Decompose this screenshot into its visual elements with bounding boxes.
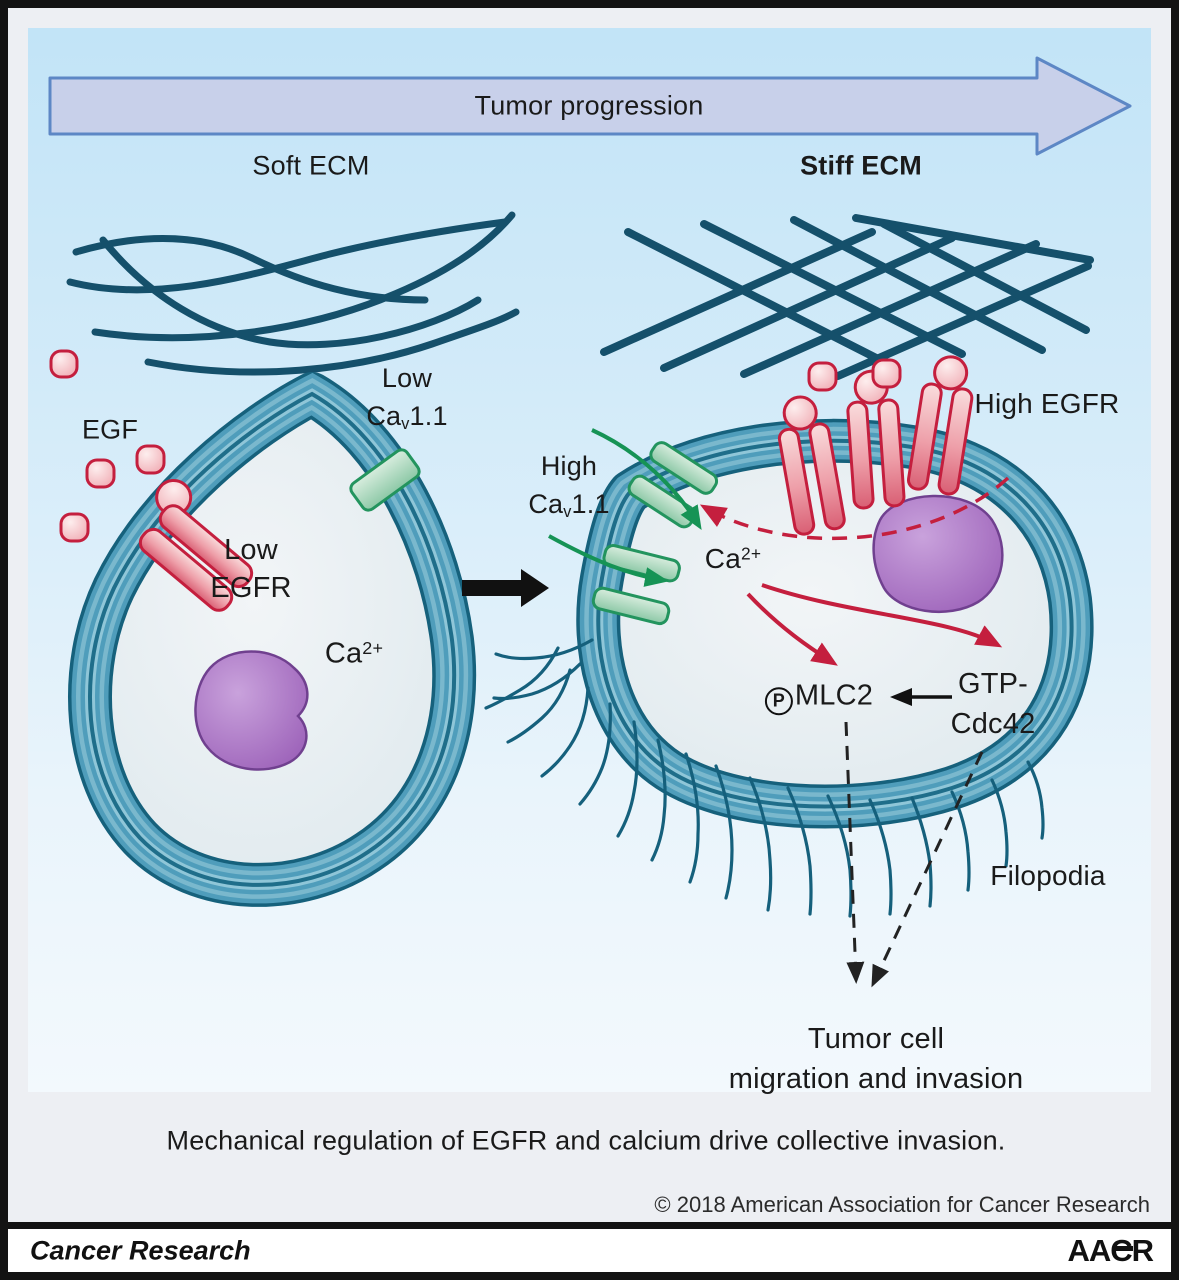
outcome-line1: Tumor cell <box>807 1023 945 1055</box>
outcome-dashed-arrows <box>844 721 984 988</box>
high-egfr-label: High EGFR <box>974 388 1120 419</box>
low-cav-sub: v <box>401 414 410 433</box>
low-egfr-line2: EGFR <box>210 572 292 604</box>
outcome-label: Tumor cell migration and invasion <box>729 1019 1024 1099</box>
stiff-ecm-fibers <box>600 214 1094 380</box>
gtp-line2: Cdc42 <box>950 708 1036 740</box>
calcium-left-base: Ca <box>324 637 363 670</box>
calcium-right-base: Ca <box>704 543 741 574</box>
transition-arrow <box>462 569 549 607</box>
tumor-progression-arrow <box>48 56 1132 156</box>
left-nucleus <box>194 650 309 771</box>
right-cell <box>576 418 1094 829</box>
high-cav-rest: 1.1 <box>571 489 610 520</box>
egf-ligand-dots-left <box>49 349 166 543</box>
low-cav-label: Low Cav1.1 <box>366 359 447 443</box>
low-egfr-label: Low EGFR <box>210 531 291 607</box>
egf-ligand-dots-right <box>807 358 902 392</box>
calcium-label-left: Ca2+ <box>325 638 383 671</box>
mlc2-text: MLC2 <box>794 679 874 712</box>
egf-label: EGF <box>81 414 139 445</box>
right-nucleus <box>872 494 1004 614</box>
egfr-receptors-right <box>777 355 974 536</box>
soft-ecm-fibers <box>66 211 520 376</box>
calcium-right-sup: 2+ <box>741 543 762 564</box>
calcium-influx-arrows <box>548 428 702 587</box>
egfr-receptor-left <box>138 478 254 612</box>
high-cav-sub: v <box>563 502 572 521</box>
low-cav-rest: 1.1 <box>409 401 448 432</box>
phospho-icon: P <box>764 686 793 715</box>
cav-channel-left <box>349 448 421 512</box>
gtp-line1: GTP- <box>957 668 1029 700</box>
high-cav-line1: High <box>540 451 598 482</box>
aacr-logo-bar <box>1115 1246 1133 1251</box>
high-cav-base: Ca <box>528 489 564 520</box>
soft-ecm-label: Soft ECM <box>252 150 370 181</box>
calcium-signaling-arrows <box>746 583 1003 666</box>
aacr-text: AACR <box>1067 1233 1154 1268</box>
journal-logo: Cancer Research <box>30 1235 251 1266</box>
outcome-line2: migration and invasion <box>728 1063 1024 1095</box>
high-cav-label: High Cav1.1 <box>528 447 609 531</box>
calcium-left-sup: 2+ <box>362 637 384 658</box>
copyright-text: © 2018 American Association for Cancer R… <box>654 1192 1150 1217</box>
cav-channel-right-upper <box>627 441 719 529</box>
progression-label: Tumor progression <box>474 90 704 121</box>
stiff-ecm-label: Stiff ECM <box>800 150 922 181</box>
aacr-logo: AACR <box>1067 1233 1154 1269</box>
low-egfr-line1: Low <box>224 534 278 566</box>
low-cav-base: Ca <box>366 401 402 432</box>
footer-bar <box>8 1229 1171 1272</box>
low-cav-line1: Low <box>381 363 433 394</box>
gtp-cdc42-label: GTP- Cdc42 <box>951 664 1036 744</box>
figure-caption: Mechanical regulation of EGFR and calciu… <box>166 1125 1006 1156</box>
calcium-label-right: Ca2+ <box>705 543 761 575</box>
egfr-feedback-dashed-arrow <box>699 476 1010 541</box>
filopodia-label: Filopodia <box>990 860 1106 891</box>
